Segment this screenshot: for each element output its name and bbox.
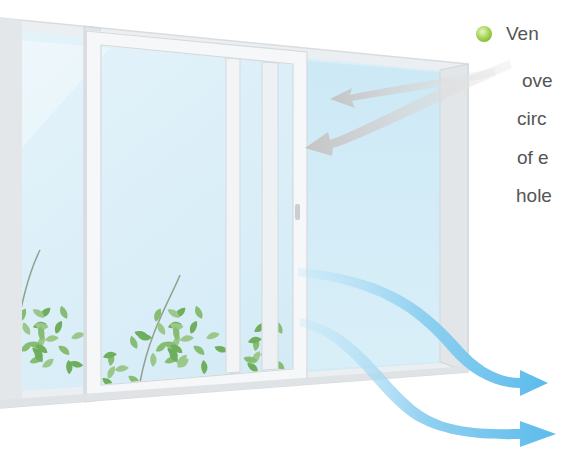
leaf: [59, 305, 69, 320]
leaf: [200, 360, 208, 375]
leaf: [52, 319, 65, 334]
leaf: [169, 342, 184, 356]
leaf: [174, 353, 189, 367]
leaf: [68, 358, 83, 370]
leaf: [57, 343, 71, 358]
leaf: [192, 343, 206, 358]
bullet-heading: Ven: [506, 24, 539, 43]
leaf: [70, 331, 85, 340]
leaf: [173, 326, 180, 340]
leaf: [242, 354, 257, 365]
note-text: ove: [522, 71, 553, 90]
leaf: [151, 307, 164, 322]
leaf: [38, 326, 45, 340]
leaf: [32, 306, 47, 321]
note-text: hole: [516, 186, 552, 205]
leaf: [129, 335, 139, 350]
note-text: circ: [517, 109, 547, 128]
leaf: [104, 365, 118, 380]
leaf: [45, 335, 59, 342]
leaf: [205, 331, 220, 340]
leaf: [180, 335, 194, 342]
leaf: [115, 365, 129, 372]
leaf: [167, 306, 182, 321]
leaf: [248, 336, 262, 343]
leaf: [34, 342, 49, 356]
leaf: [21, 321, 32, 336]
leaf: [103, 351, 117, 358]
leaf: [194, 305, 204, 320]
leaf: [187, 319, 200, 334]
leaf: [149, 352, 158, 367]
note-text: of e: [517, 148, 549, 167]
leaf: [154, 340, 169, 353]
leaf: [156, 321, 167, 336]
leaf: [137, 332, 152, 342]
